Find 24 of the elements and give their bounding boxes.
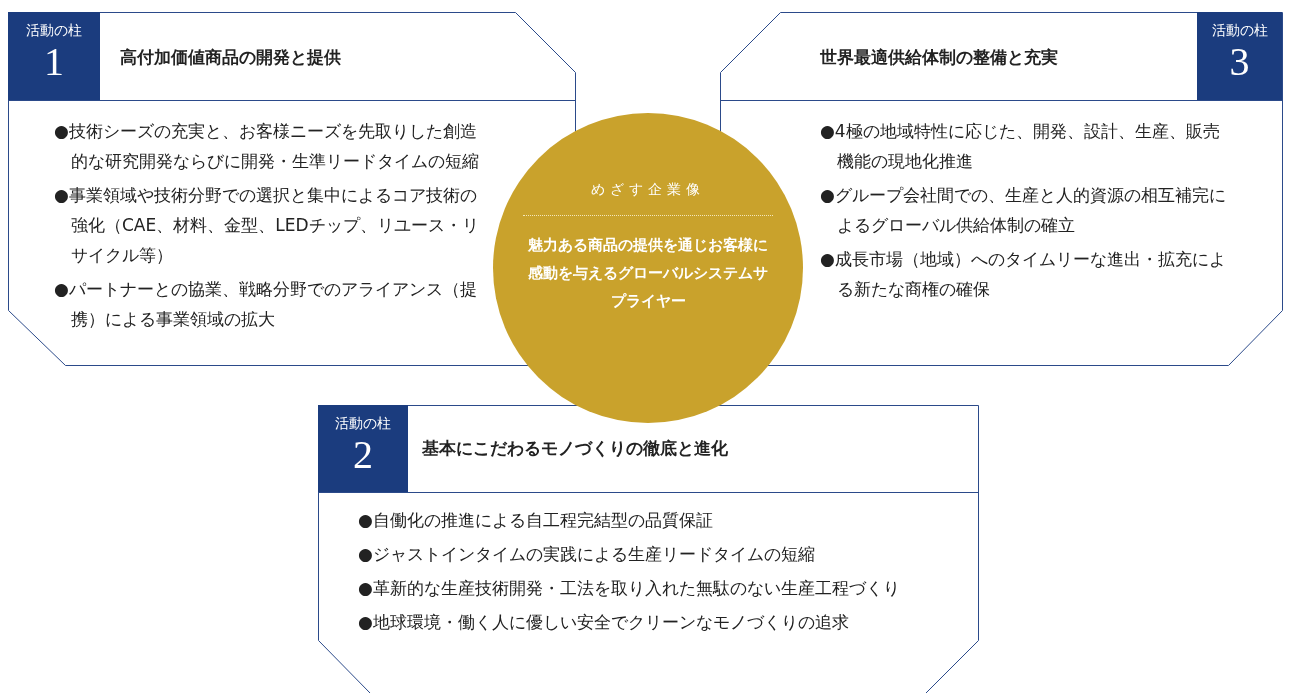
bullet-item: ●パートナーとの協業、戦略分野でのアライアンス（提携）による事業領域の拡大 [54, 278, 478, 331]
badge-number: 3 [1228, 40, 1251, 84]
badge-label: 活動の柱 [334, 414, 392, 433]
panel-heading: 高付加価値商品の開発と提供 [120, 46, 341, 69]
pillar-badge [1197, 12, 1282, 100]
badge-label: 活動の柱 [25, 21, 83, 40]
bullet-item: ●グループ会社間での、生産と人的資源の相互補完によるグローバル供給体制の確立 [820, 184, 1227, 237]
bullet-item: ●ジャストインタイムの実践による生産リードタイムの短縮 [358, 543, 816, 566]
circle-heading: めざす企業像 [590, 181, 706, 199]
panel-heading: 世界最適供給体制の整備と充実 [820, 46, 1058, 69]
bullet-item: ●事業領域や技術分野での選択と集中によるコア技術の強化（CAE、材料、金型、LEDチップ、リユース・リサイクル等） [54, 184, 480, 267]
badge-number: 1 [43, 40, 65, 84]
bullet-item: ●4極の地域特性に応じた、開発、設計、生産、販売機能の現地化推進 [820, 120, 1221, 173]
panel-heading: 基本にこだわるモノづくりの徹底と進化 [422, 437, 728, 460]
badge-label: 活動の柱 [1210, 21, 1269, 40]
pillar-badge [318, 405, 408, 492]
goal-statement: 魅力ある商品の提供を通じお客様に感動を与えるグローバルシステムサプライヤー [528, 235, 768, 312]
badge-number: 2 [352, 433, 374, 477]
bullet-item: ●地球環境・働く人に優しい安全でクリーンなモノづくりの追求 [358, 611, 850, 634]
bullet-item: ●技術シーズの充実と、お客様ニーズを先取りした創造的な研究開発ならびに開発・生準リードタイムの短縮 [54, 120, 480, 173]
bullet-item: ●革新的な生産技術開発・工法を取り入れた無駄のない生産工程づくり [358, 577, 901, 600]
pillar-badge [8, 12, 100, 100]
bullet-item: ●自働化の推進による自工程完結型の品質保証 [358, 509, 714, 532]
bullet-item: ●成長市場（地域）へのタイムリーな進出・拡充による新たな商権の確保 [820, 248, 1227, 301]
